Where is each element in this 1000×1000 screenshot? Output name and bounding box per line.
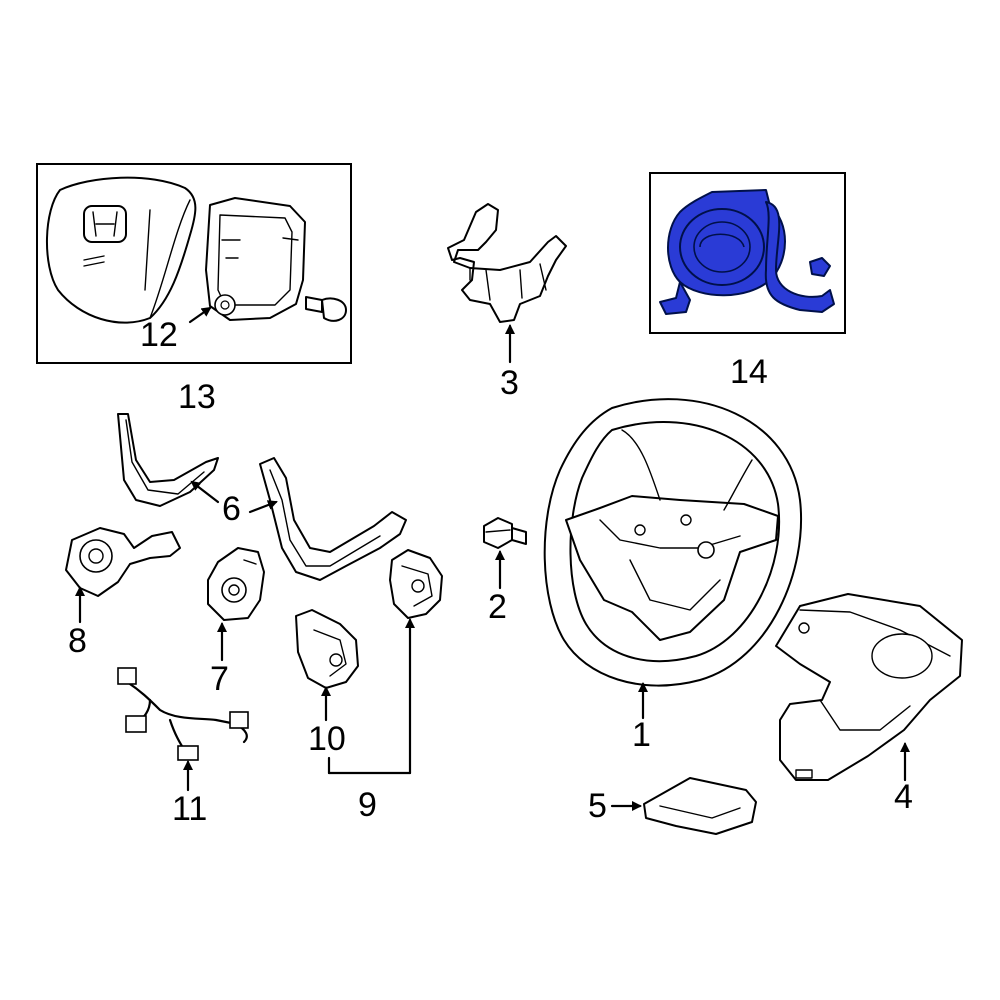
- airbag-cover[interactable]: [45, 176, 197, 324]
- callout-13: 13: [178, 378, 216, 416]
- lower-cover-part-4[interactable]: [775, 593, 963, 781]
- callout-3: 3: [500, 364, 519, 402]
- callout-5: 5: [588, 787, 607, 825]
- plate-part-5[interactable]: [643, 777, 757, 835]
- bracket-part-3[interactable]: [447, 203, 567, 323]
- callout-4: 4: [894, 778, 913, 816]
- callout-9: 9: [358, 786, 377, 824]
- callout-6: 6: [222, 490, 241, 528]
- callout-10: 10: [308, 720, 346, 758]
- trim-part-6-left[interactable]: [117, 413, 219, 507]
- callout-12-arrow: [188, 306, 212, 324]
- airbag-group-box: [36, 163, 352, 364]
- callout-8: 8: [68, 622, 87, 660]
- callout-6-arrow-right: [248, 500, 278, 514]
- callout-11: 11: [172, 790, 208, 828]
- callout-2: 2: [488, 588, 507, 626]
- switch-part-8[interactable]: [65, 527, 181, 597]
- callout-12: 12: [140, 316, 178, 354]
- steering-wheel[interactable]: [543, 398, 802, 687]
- switch-part-7[interactable]: [207, 547, 265, 621]
- clock-spring-box: [649, 172, 846, 334]
- callout-7: 7: [210, 660, 229, 698]
- clock-spring-highlighted[interactable]: [659, 189, 835, 315]
- airbag-bolt[interactable]: [305, 296, 347, 322]
- callout-14: 14: [730, 353, 768, 391]
- bolt-part-2[interactable]: [483, 517, 527, 549]
- switch-part-10[interactable]: [295, 609, 359, 689]
- callout-1: 1: [632, 716, 651, 754]
- switch-part-9[interactable]: [389, 549, 443, 619]
- airbag-housing[interactable]: [205, 197, 306, 321]
- harness-part-11[interactable]: [117, 667, 249, 761]
- trim-part-6-right[interactable]: [259, 457, 407, 581]
- honda-logo-emblem: [83, 205, 127, 243]
- callout-6-arrow-left: [190, 480, 220, 504]
